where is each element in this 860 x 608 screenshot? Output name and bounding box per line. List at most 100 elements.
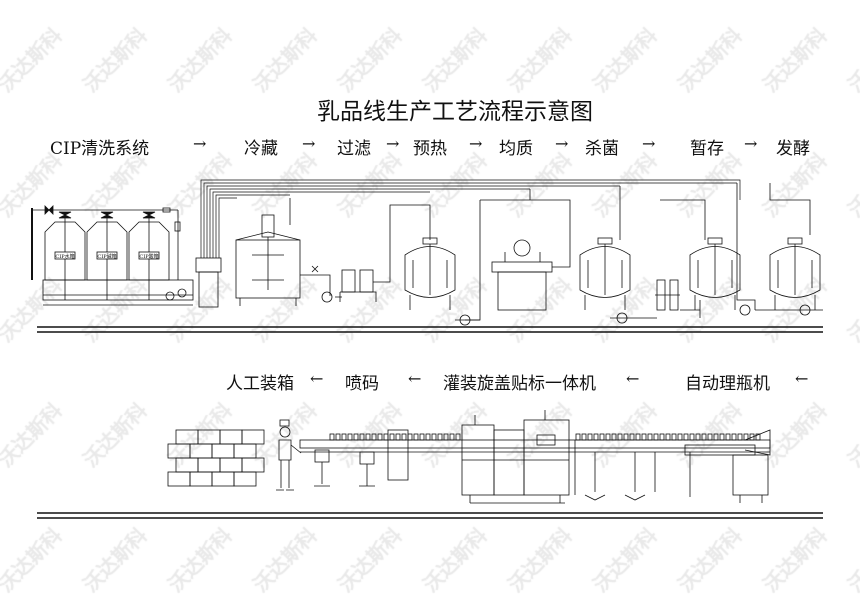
step-filter: 过滤: [337, 139, 371, 159]
bottle: [455, 433, 461, 441]
bottle: [377, 433, 383, 441]
cip-tank: CIP酸箱: [128, 211, 170, 300]
flow-arrow: →: [642, 134, 656, 153]
homogenizer: [465, 199, 571, 321]
bottle: [575, 433, 581, 441]
step-cold-storage: 冷藏: [244, 139, 278, 159]
carton: [233, 471, 257, 487]
flow-arrow: →: [744, 134, 758, 153]
bottle: [653, 433, 659, 441]
carton: [175, 429, 199, 445]
bottle: [347, 433, 353, 441]
step-cip: CIP清洗系统: [50, 139, 150, 159]
bottle: [581, 433, 587, 441]
bottle: [605, 433, 611, 441]
bottle: [593, 433, 599, 441]
step-preheat: 预热: [413, 139, 447, 159]
cip-tank-label: CIP碱箱: [97, 253, 116, 260]
bottle: [707, 433, 713, 441]
flow-arrow: ←: [795, 369, 809, 388]
conveyor: [299, 433, 771, 453]
bottle: [629, 433, 635, 441]
bottle: [689, 433, 695, 441]
bottle: [623, 433, 629, 441]
bottle: [407, 433, 413, 441]
cip-system: CIP水箱 CIP碱箱 CIP酸箱: [31, 179, 741, 308]
bottle: [443, 433, 449, 441]
process-tank: [579, 237, 631, 310]
carton: [241, 457, 265, 473]
bottle: [713, 433, 719, 441]
bottle: [365, 433, 371, 441]
cold-storage-tank: [235, 198, 333, 306]
bottle: [413, 433, 419, 441]
bottle: [617, 433, 623, 441]
bottle-unscrambler: [684, 429, 771, 503]
step-temp-storage: 暂存: [690, 139, 724, 159]
step-sterilize: 杀菌: [585, 139, 619, 159]
bottle: [647, 433, 653, 441]
filter-unit: [335, 204, 431, 302]
carton: [219, 457, 243, 473]
carton: [241, 429, 265, 445]
bottle: [641, 433, 647, 441]
bottle: [755, 433, 761, 441]
carton: [175, 457, 199, 473]
cip-tank: CIP水箱: [44, 211, 86, 300]
bottle: [425, 433, 431, 441]
separator-line-top: [37, 326, 823, 333]
diagram-title: 乳品线生产工艺流程示意图: [317, 99, 593, 125]
bottle: [401, 433, 407, 441]
bottle: [371, 433, 377, 441]
flow-arrow: ←: [408, 369, 422, 388]
cip-tank: CIP碱箱: [86, 211, 128, 300]
bottle: [737, 433, 743, 441]
step-bottle-unscrambler: 自动理瓶机: [685, 374, 770, 394]
step-fill-cap-label: 灌装旋盖贴标一体机: [443, 374, 596, 394]
bottle: [437, 433, 443, 441]
plate-heat-exchanger: [630, 279, 701, 319]
bottle: [701, 433, 707, 441]
flow-arrow: →: [555, 134, 569, 153]
flow-arrow: ←: [626, 369, 640, 388]
bottle: [635, 433, 641, 441]
flow-arrow: →: [386, 134, 400, 153]
coding-machine: [314, 429, 409, 487]
bottle: [395, 433, 401, 441]
carton: [233, 443, 257, 459]
bottle: [599, 433, 605, 441]
process-tank: [689, 237, 741, 310]
bottle: [431, 433, 437, 441]
bottle: [389, 433, 395, 441]
carton: [219, 429, 243, 445]
carton-stack: [167, 429, 265, 487]
bottle: [731, 433, 737, 441]
bottle: [671, 433, 677, 441]
process-tank: [404, 237, 456, 310]
flow-arrow: →: [302, 134, 316, 153]
bottle: [341, 433, 347, 441]
bottle: [359, 433, 365, 441]
bottle: [587, 433, 593, 441]
process-tank: [769, 237, 821, 310]
carton: [189, 443, 213, 459]
bottle: [719, 433, 725, 441]
worker-figure: [276, 419, 302, 491]
bottle: [329, 433, 335, 441]
bottle: [695, 433, 701, 441]
bottle: [749, 433, 755, 441]
transfer-conveyor: [574, 440, 691, 501]
bottle: [725, 433, 731, 441]
flow-arrow: →: [469, 134, 483, 153]
carton: [211, 471, 235, 487]
carton: [197, 457, 221, 473]
step-homogenize: 均质: [499, 139, 533, 159]
flow-arrow: →: [193, 134, 207, 153]
bottle: [611, 433, 617, 441]
separator-line-bottom: [37, 512, 823, 519]
carton: [211, 443, 235, 459]
bottle: [677, 433, 683, 441]
bottle: [383, 433, 389, 441]
